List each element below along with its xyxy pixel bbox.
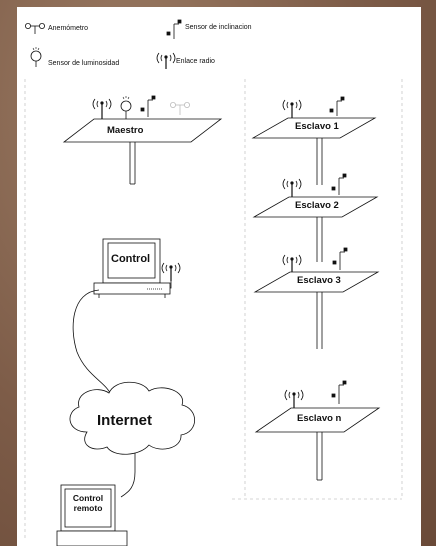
slave3-radio-antenna-icon — [282, 254, 302, 272]
legend-light-sensor-label: Sensor de luminosidad — [48, 60, 120, 67]
legend-anemometer-label: Anemómetro — [48, 25, 89, 32]
slave3-tilt-sensor-icon — [332, 247, 348, 270]
control-computer — [93, 238, 171, 298]
internet-to-remote-cable — [120, 442, 136, 498]
slave2-platform — [252, 196, 379, 262]
remote-computer — [56, 484, 128, 546]
master-tilt-sensor-icon — [140, 95, 156, 117]
slaven-tilt-sensor-icon — [331, 380, 347, 404]
slave3-platform — [253, 271, 380, 349]
master-light-sensor-icon — [120, 96, 132, 119]
slave3-label: Esclavo 3 — [297, 275, 341, 286]
remote-control-label: Control remoto — [66, 493, 110, 513]
slave1-radio-antenna-icon — [282, 99, 302, 118]
control-to-internet-cable — [72, 289, 113, 398]
slaven-platform — [254, 407, 381, 481]
remote-label-line2: remoto — [73, 503, 103, 513]
slaven-radio-antenna-icon — [284, 389, 304, 408]
remote-label-line1: Control — [72, 493, 104, 503]
master-label: Maestro — [107, 125, 144, 136]
internet-cloud — [69, 381, 196, 455]
radio-link-icon — [156, 52, 176, 69]
light-sensor-icon — [30, 47, 42, 67]
slave1-tilt-sensor-icon — [329, 96, 345, 116]
master-radio-antenna-icon — [92, 98, 112, 119]
diagram-canvas — [24, 19, 403, 546]
dashed-panel-borders — [24, 79, 403, 539]
master-platform — [62, 118, 223, 185]
legend-radio-link-label: Enlace radio — [176, 58, 215, 65]
slave1-label: Esclavo 1 — [295, 121, 339, 132]
internet-label: Internet — [97, 412, 153, 429]
master-anemometer-icon — [169, 102, 190, 115]
slave2-tilt-sensor-icon — [331, 173, 347, 195]
control-label: Control — [111, 253, 151, 265]
control-radio-antenna-icon — [161, 262, 181, 289]
slave2-radio-antenna-icon — [282, 178, 302, 197]
anemometer-icon — [24, 22, 45, 34]
legend-tilt-sensor-label: Sensor de inclinacion — [185, 24, 252, 31]
slave1-platform — [251, 117, 377, 185]
tilt-sensor-icon — [166, 19, 182, 39]
slave2-label: Esclavo 2 — [295, 200, 339, 211]
slaven-label: Esclavo n — [297, 413, 342, 424]
diagram-sheet: Anemómetro Sensor de inclinacion Sensor … — [17, 7, 421, 546]
